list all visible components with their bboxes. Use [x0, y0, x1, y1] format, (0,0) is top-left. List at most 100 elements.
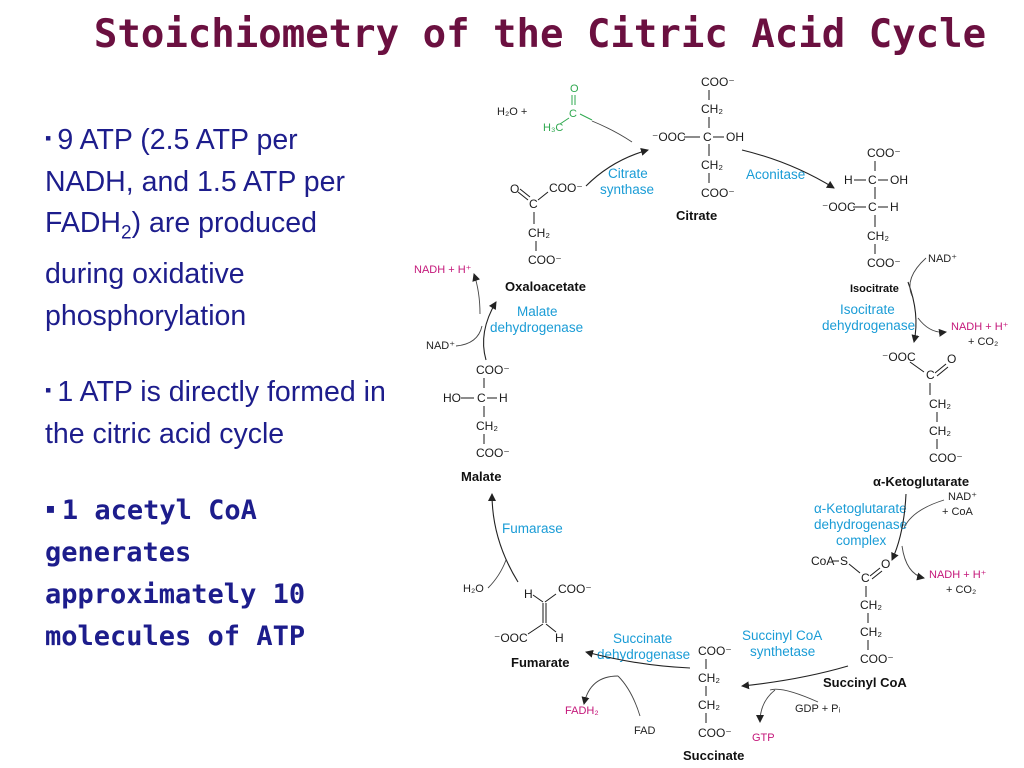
group-coo: COO⁻ — [929, 451, 963, 465]
group-ch2: CH₂ — [867, 229, 889, 243]
bond — [517, 191, 529, 201]
arrow-fad-in — [617, 675, 641, 717]
molecule-succinyl-coa: Succinyl CoA — [823, 675, 907, 690]
group-coo: COO⁻ — [860, 652, 894, 666]
arrow-acetyl-in — [591, 120, 633, 143]
arrow-nad-in — [909, 257, 927, 297]
group-coo: COO⁻ — [476, 363, 510, 377]
bond — [544, 593, 557, 603]
cycle-arrows — [455, 120, 947, 723]
arrow-nad-in — [903, 499, 945, 529]
group-h: H — [844, 173, 853, 187]
bond — [871, 570, 883, 580]
group-h: H — [499, 391, 508, 405]
group-o: O — [947, 352, 956, 366]
arrow-fumarase — [488, 493, 519, 583]
enzyme-line: Citrate — [608, 166, 648, 181]
arrow-aconitase — [741, 149, 835, 189]
molecule-isocitrate: Isocitrate — [850, 283, 899, 295]
acetyl-methyl: H₃C — [543, 122, 563, 134]
group-ch2: CH₂ — [476, 419, 498, 433]
bullet-text-part: ) are produced during oxidative phosphor… — [45, 207, 317, 332]
group-ch2: CH₂ — [701, 102, 723, 116]
oxaloacetate-structure: O C COO⁻ CH₂ COO⁻ Oxaloacetate — [505, 181, 586, 294]
bullet-text-part: 9 ATP (2.5 ATP per NADH, and 1.5 ATP per… — [45, 124, 345, 239]
bullet-atp-direct: ▪1 ATP is directly formed in the citric … — [45, 370, 390, 455]
cofactor-h2o: H₂O + — [497, 106, 527, 118]
bond — [579, 113, 593, 121]
molecule-succinate: Succinate — [683, 748, 744, 763]
arrow-isocitrate-dh — [907, 281, 920, 343]
cofactor-nadh-h: NADH + H⁺ — [414, 264, 472, 276]
enzyme-line: Isocitrate — [840, 302, 895, 317]
group-coo: COO⁻ — [476, 446, 510, 460]
enzyme-line: Succinyl CoA — [742, 628, 822, 643]
arrow-gdp-in — [769, 688, 819, 703]
group-s: S — [840, 554, 848, 568]
group-coo: COO⁻ — [558, 582, 592, 596]
group-ch2: CH₂ — [929, 424, 951, 438]
molecule-malate: Malate — [461, 469, 501, 484]
acetyl-coa-structure: H₂O + O C H₃C — [497, 83, 593, 134]
arrow-nadh-out — [472, 273, 481, 315]
group-ch2: CH₂ — [860, 625, 882, 639]
group-ch2: CH₂ — [528, 226, 550, 240]
arrow-citrate-synthase — [585, 148, 649, 187]
group-o: O — [510, 182, 519, 196]
enzyme-fumarase: Fumarase — [502, 521, 563, 536]
bullet-marker: ▪ — [45, 498, 56, 520]
cofactor-h2o: H₂O — [463, 583, 484, 595]
group-c: C — [868, 200, 877, 214]
arrow-nad-in — [455, 325, 483, 347]
group-coo: COO⁻ — [701, 75, 735, 89]
group-ch2: CH₂ — [698, 698, 720, 712]
bond — [519, 188, 531, 198]
cofactor-fadh2: FADH₂ — [565, 705, 599, 717]
group-c: C — [861, 571, 870, 585]
group-coo: COO⁻ — [698, 726, 732, 740]
group-h: H — [555, 631, 564, 645]
fumarate-structure: H COO⁻ ⁻OOC H Fumarate — [494, 582, 592, 670]
bullet-marker: ▪ — [45, 128, 52, 148]
group-coo: COO⁻ — [867, 256, 901, 270]
citrate-structure: COO⁻ CH₂ ⁻OOC C OH CH₂ COO⁻ Citrate — [652, 75, 744, 223]
bond — [934, 363, 947, 374]
arrow-fadh2-out — [581, 675, 619, 705]
cofactor-co2: + CO₂ — [946, 584, 976, 596]
group-ooc: ⁻OOC — [882, 350, 916, 364]
group-c: C — [926, 368, 935, 382]
group-oh: OH — [890, 173, 908, 187]
cofactor-labels: NAD⁺ NADH + H⁺ + CO₂ NAD⁺ + CoA NADH + H… — [414, 253, 1009, 744]
group-coo: COO⁻ — [867, 146, 901, 160]
enzyme-line: complex — [836, 533, 887, 548]
acetyl-oxygen: O — [570, 83, 579, 95]
group-ho: HO — [443, 391, 461, 405]
arrow-succinyl-coa-synthetase — [741, 665, 849, 690]
bond — [936, 366, 949, 377]
bond — [532, 594, 544, 603]
molecule-alpha-ketoglutarate: α-Ketoglutarate — [873, 474, 969, 489]
enzyme-line: dehydrogenase — [814, 517, 907, 532]
group-ooc: ⁻OOC — [822, 200, 856, 214]
bond — [559, 117, 570, 125]
group-oh: OH — [726, 130, 744, 144]
group-coo: COO⁻ — [701, 186, 735, 200]
arrow-akg-dh — [891, 493, 907, 561]
bond — [545, 623, 557, 633]
bullet-text: 1 ATP is directly formed in the citric a… — [45, 376, 386, 450]
group-coo: COO⁻ — [549, 181, 583, 195]
enzyme-line: synthetase — [750, 644, 815, 659]
group-ooc: ⁻OOC — [494, 631, 528, 645]
cofactor-nadh-h: NADH + H⁺ — [951, 321, 1009, 333]
bond — [527, 623, 544, 635]
bullet-subscript: 2 — [121, 222, 132, 244]
arrow-malate-dh — [483, 301, 497, 361]
bond — [909, 361, 925, 373]
group-h: H — [524, 587, 533, 601]
group-c: C — [703, 130, 712, 144]
arrow-h2o-in — [487, 559, 507, 589]
